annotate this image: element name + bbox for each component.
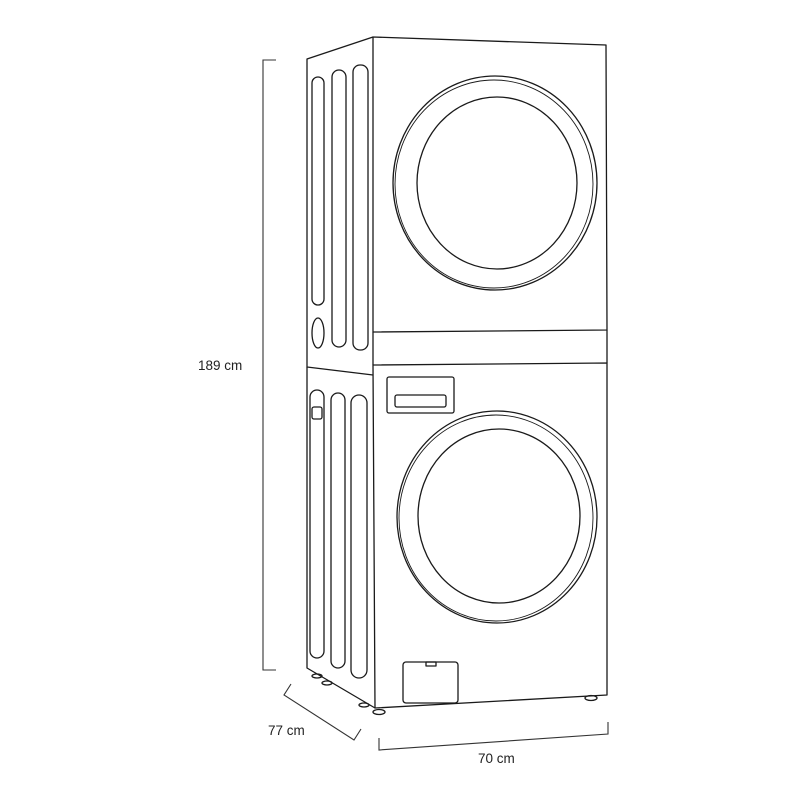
filter-access-panel [402,661,459,704]
washer-door-glass [417,428,581,604]
depth-dimension-line [283,683,362,741]
stacking-band [372,330,608,365]
washer-side-slot [330,392,346,669]
washer-unit [306,362,608,716]
dryer-side-slot [331,69,347,348]
drawer-handle [394,394,447,408]
dryer-door-glass [416,96,578,270]
washer-door-outer [396,410,598,624]
dryer-side-slot [352,64,369,351]
washer-side-face [306,367,376,709]
width-dimension-line [378,722,609,751]
washer-side-slot [309,389,325,659]
washer-front-face [372,362,608,709]
side-button-icon [311,406,323,420]
dryer-unit [306,36,608,376]
foot [584,694,598,702]
dryer-side-slot [311,76,325,306]
height-label: 189 cm [198,358,243,373]
detergent-drawer [386,376,455,414]
width-label: 70 cm [478,751,515,766]
foot [311,673,323,679]
washer-side-slot [350,394,368,679]
washer-door-rim [398,414,594,622]
foot [358,702,370,708]
height-dimension-line [262,59,276,671]
dryer-side-vent [311,317,325,349]
dryer-side-face [306,36,374,376]
foot [372,708,386,716]
foot [321,680,333,686]
dryer-door-rim [394,79,594,289]
depth-label: 77 cm [268,723,305,738]
dryer-door-outer [392,75,598,291]
filter-latch [425,661,437,667]
